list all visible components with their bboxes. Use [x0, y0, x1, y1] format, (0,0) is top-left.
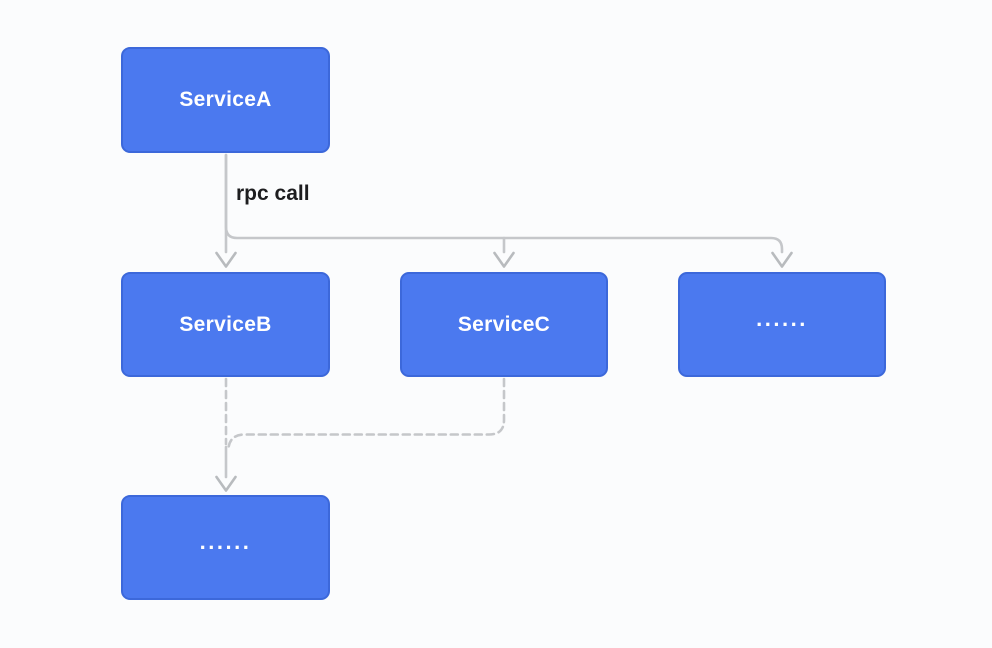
node-more-services: ...... — [678, 272, 886, 377]
edge-label-rpc-call: rpc call — [236, 182, 310, 205]
node-service-b: ServiceB — [121, 272, 330, 377]
node-label: ServiceA — [179, 88, 272, 111]
node-more-downstream: ...... — [121, 495, 330, 600]
arrowhead-down-icon — [493, 251, 515, 268]
node-label: ...... — [199, 528, 252, 554]
node-label: ServiceB — [179, 312, 272, 336]
arrowhead-down-icon — [215, 475, 237, 492]
dashed-connector-c-merge — [227, 377, 506, 450]
node-label: ServiceC — [457, 312, 551, 336]
arrowhead-down-icon — [215, 251, 237, 268]
node-service-a: ServiceA — [121, 47, 330, 153]
node-service-c: ServiceC — [400, 272, 608, 377]
node-label: ...... — [756, 305, 808, 331]
arrowhead-down-icon — [771, 251, 793, 268]
